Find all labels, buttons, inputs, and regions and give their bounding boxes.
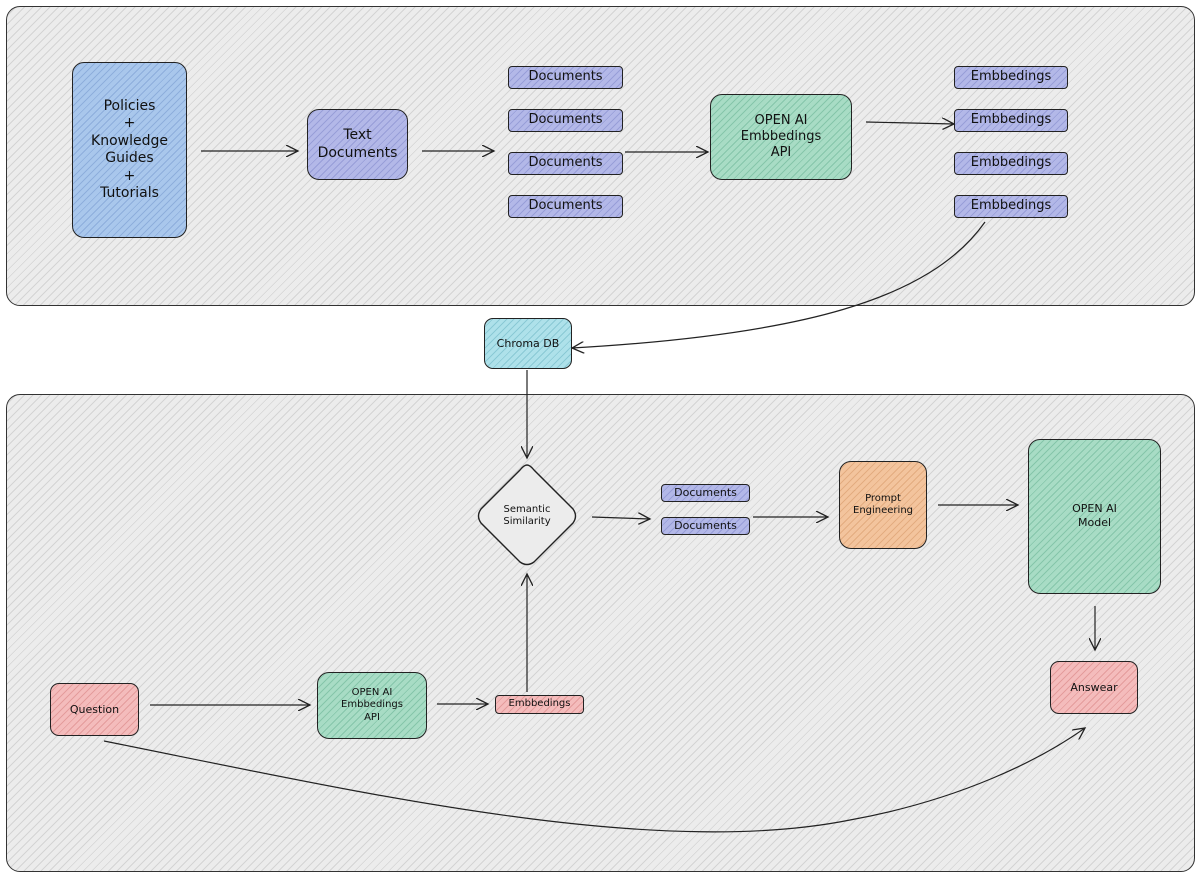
- retrieved-documents-node-2: Documents: [661, 517, 750, 535]
- semantic-similarity-node: Semantic Similarity: [474, 463, 580, 569]
- openai-embeddings-api-node: OPEN AI Embbedings API: [710, 94, 852, 180]
- query-panel: [6, 394, 1195, 872]
- semantic-similarity-label: Semantic Similarity: [503, 503, 551, 528]
- question-node: Question: [50, 683, 139, 736]
- embeddings-node-2: Embbedings: [954, 109, 1068, 132]
- embeddings-node-4: Embbedings: [954, 195, 1068, 218]
- documents-node-1: Documents: [508, 66, 623, 89]
- embeddings-node-1: Embbedings: [954, 66, 1068, 89]
- prompt-engineering-node: Prompt Engineering: [839, 461, 927, 549]
- embeddings-node-3: Embbedings: [954, 152, 1068, 175]
- knowledge-source-node: Policies + Knowledge Guides + Tutorials: [72, 62, 187, 238]
- text-documents-node: Text Documents: [307, 109, 408, 180]
- chroma-db-node: Chroma DB: [484, 318, 572, 369]
- openai-model-node: OPEN AI Model: [1028, 439, 1161, 594]
- diamond-shape: [477, 464, 577, 566]
- documents-node-4: Documents: [508, 195, 623, 218]
- answer-node: Answear: [1050, 661, 1138, 714]
- query-embeddings-node: Embbedings: [495, 695, 584, 714]
- documents-node-2: Documents: [508, 109, 623, 132]
- documents-node-3: Documents: [508, 152, 623, 175]
- query-embeddings-api-node: OPEN AI Embbedings API: [317, 672, 427, 739]
- retrieved-documents-node-1: Documents: [661, 484, 750, 502]
